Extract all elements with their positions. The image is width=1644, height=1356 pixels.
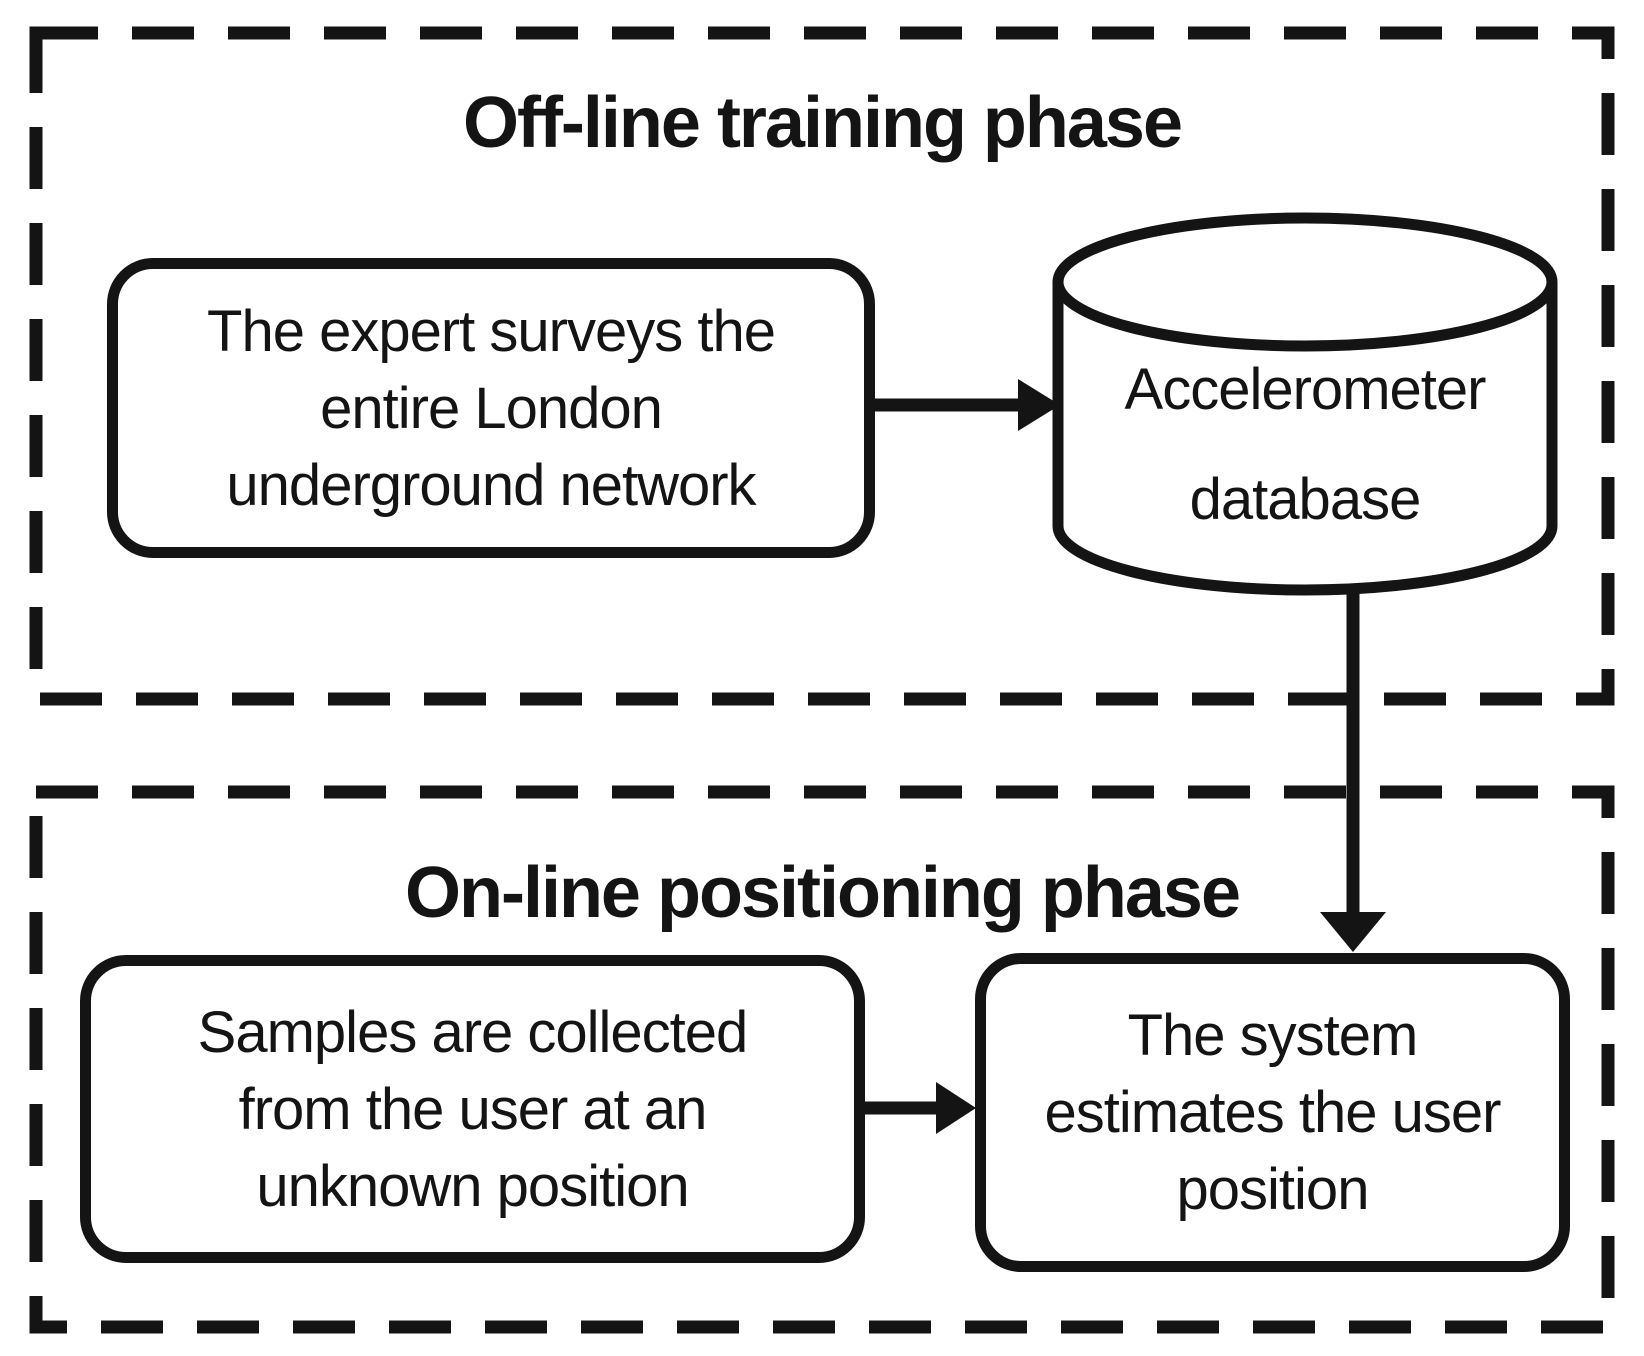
samples-collected-box-line: from the user at an xyxy=(238,1076,708,1142)
system-estimates-box-line: The system xyxy=(1127,1003,1419,1068)
online-phase-boundary xyxy=(29,785,1615,1334)
system-estimates-box: The system estimates the user position xyxy=(975,953,1570,1272)
expert-survey-box-line: underground network xyxy=(226,452,756,518)
system-estimates-box-line: position xyxy=(1176,1157,1370,1222)
expert-survey-box-line: The expert surveys the xyxy=(207,298,776,364)
system-estimates-box-line: estimates the user xyxy=(1044,1080,1502,1145)
database-label-line: database xyxy=(1189,467,1422,532)
arrow-database-to-estimate-icon xyxy=(1320,560,1386,952)
online-phase-title: On-line positioning phase xyxy=(404,853,1241,933)
arrow-expert-to-database-icon xyxy=(875,379,1060,431)
arrow-samples-to-estimate-icon xyxy=(865,1082,976,1134)
database-cylinder-icon xyxy=(1052,212,1558,596)
database-label-line: Accelerometer xyxy=(1124,357,1487,422)
database-label: Accelerometer database xyxy=(1058,330,1552,560)
samples-collected-box: Samples are collected from the user at a… xyxy=(80,955,865,1263)
offline-phase-title: Off-line training phase xyxy=(462,83,1183,163)
samples-collected-box-line: Samples are collected xyxy=(197,999,749,1065)
offline-phase-boundary xyxy=(29,26,1615,706)
expert-survey-box: The expert surveys the entire London und… xyxy=(107,258,875,558)
samples-collected-box-line: unknown position xyxy=(256,1153,689,1219)
expert-survey-box-line: entire London xyxy=(320,375,663,441)
